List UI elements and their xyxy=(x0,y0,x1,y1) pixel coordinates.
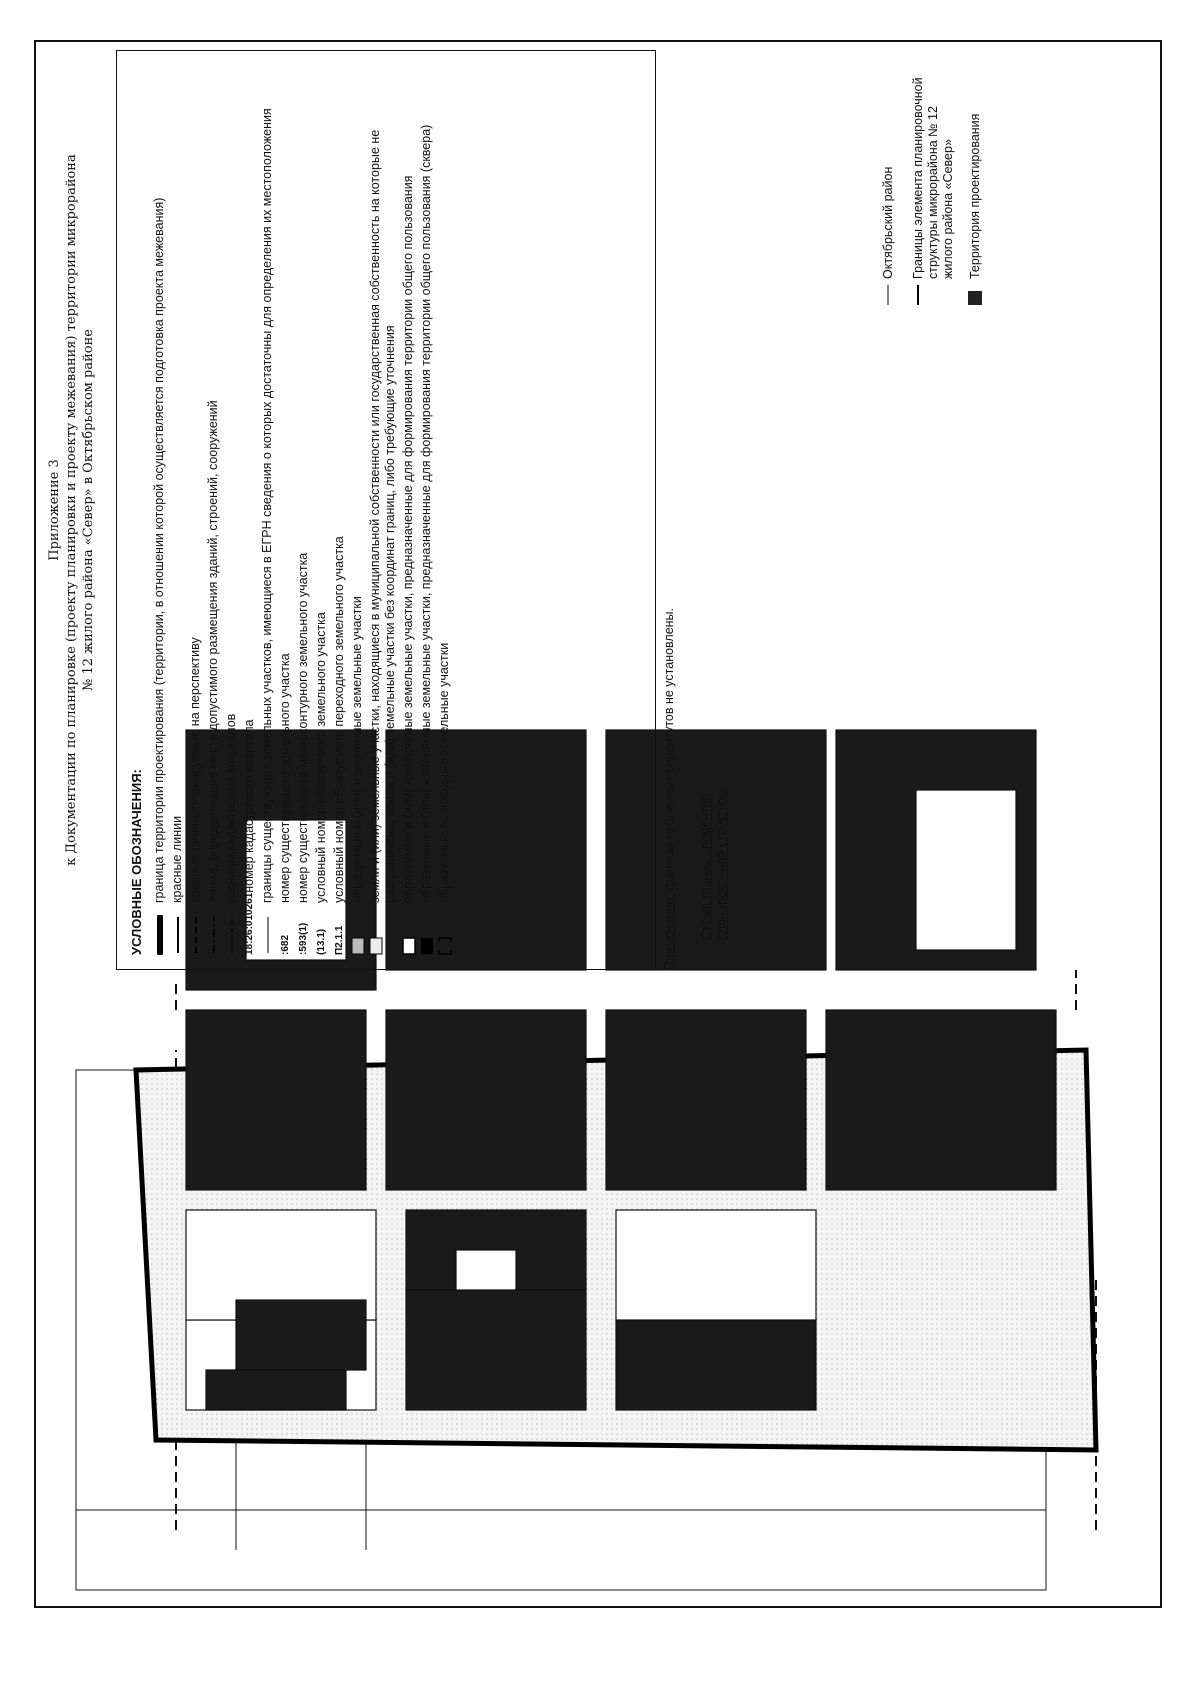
legend-item: образуемые и (или) изменяемые земельные … xyxy=(401,65,416,955)
appendix-subject: к Документации по планировке (проекту пл… xyxy=(64,154,79,866)
inset-legend-item: Территория проектирования xyxy=(968,65,986,305)
legend-item: П2.1.1 условный номер образуемого переход… xyxy=(332,65,347,955)
inset-legend: Октябрьский район Границы элемента планир… xyxy=(881,65,998,305)
legend-item-text: границы существующих земельных участков,… xyxy=(260,108,274,903)
legend-item: образуемые и (или) изменяемые земельные … xyxy=(350,65,365,955)
legend-item: линии, определяющие места допустимого ра… xyxy=(206,65,221,955)
thick-black-line-icon xyxy=(152,903,167,955)
dashed-line-icon xyxy=(188,903,203,955)
thin-line-icon xyxy=(260,903,275,955)
legend-code: П2.1.1 xyxy=(334,925,345,955)
inset-legend-item: Границы элемента планировочной структуры… xyxy=(911,65,956,305)
blocks xyxy=(185,729,1057,1411)
legend-box: УСЛОВНЫЕ ОБОЗНАЧЕНИЯ: граница территории… xyxy=(116,50,656,970)
legend-item-text: красные линии xyxy=(170,815,184,903)
appendix-header: Приложение 3 к Документации по планировк… xyxy=(46,50,97,970)
drawing-sheet: Приложение 3 к Документации по планировк… xyxy=(34,40,1162,1608)
note: Примечание: границы публичных сервитутов… xyxy=(662,70,676,970)
legend-item: (13.1) условный номер образуемого земельн… xyxy=(314,65,329,955)
legend-item: красные линии, планируемые на перспектив… xyxy=(188,65,203,955)
legend-item-text: условный номер образуемого переходного з… xyxy=(332,536,346,903)
legend-item: земли и (или) земельные участки, находящ… xyxy=(368,65,398,955)
legend-item-text: земли и (или) земельные участки, находящ… xyxy=(368,129,397,903)
legend-item-text: образуемые и (или) изменяемые земельные … xyxy=(350,596,364,903)
black-box-icon xyxy=(419,903,434,955)
bracket-box-icon xyxy=(437,903,452,955)
thin-dashed-line-icon xyxy=(224,903,239,955)
red-line-icon xyxy=(170,903,185,955)
legend-item: границы кадастровых кварталов xyxy=(224,65,239,955)
legend-item: образуемые и (или) изменяемые земельные … xyxy=(419,65,434,955)
dash-dot-line-icon xyxy=(206,903,221,955)
legend-item: :682 номер существующего земельного участ… xyxy=(278,65,293,955)
light-dotted-box-icon xyxy=(368,903,383,955)
inset-title: Схема границ элементов планировочной стр… xyxy=(699,788,729,940)
legend-list: граница территории проектирования (терри… xyxy=(152,65,452,955)
legend-item-text: образуемые и (или) изменяемые земельные … xyxy=(419,124,433,903)
inset-legend-text: Границы элемента планировочной структуры… xyxy=(911,77,955,279)
legend-item-text: номер существующего многоконтурного земе… xyxy=(296,552,310,903)
white-box-icon xyxy=(401,903,416,955)
rotated-page: Приложение 3 к Документации по планировк… xyxy=(36,42,1164,1610)
legend-item-text: номер существующего земельного участка xyxy=(278,653,292,903)
legend-item-text: границы кадастровых кварталов xyxy=(224,713,238,903)
legend-item: граница территории проектирования (терри… xyxy=(152,65,167,955)
legend-item: образуемые переходные земельные участки xyxy=(437,65,452,955)
legend-item-text: красные линии, планируемые на перспектив… xyxy=(188,637,202,903)
inset-legend-item: Октябрьский район xyxy=(881,65,899,305)
legend-item-text: условный номер образуемого земельного уч… xyxy=(314,612,328,903)
legend-item-text: номер кадастрового квартала xyxy=(242,719,256,893)
double-line-icon xyxy=(911,279,956,305)
legend-item-text: линии, определяющие места допустимого ра… xyxy=(206,400,220,903)
inset-legend-text: Территория проектирования xyxy=(968,113,982,279)
legend-item-text: образуемые переходные земельные участки xyxy=(437,642,451,903)
appendix-area: № 12 жилого района «Север» в Октябрьском… xyxy=(81,329,96,691)
legend-item-text: граница территории проектирования (терри… xyxy=(152,197,166,903)
legend-code: 18:26:010261 xyxy=(244,892,255,955)
legend-code: :593(1) xyxy=(298,922,309,955)
legend-item: красные линии xyxy=(170,65,185,955)
legend-item-text: образуемые и (или) изменяемые земельные … xyxy=(401,175,415,903)
legend-title: УСЛОВНЫЕ ОБОЗНАЧЕНИЯ: xyxy=(129,769,144,955)
legend-item: :593(1) номер существующего многоконтурно… xyxy=(296,65,311,955)
thin-line-icon xyxy=(881,279,899,305)
legend-code: :682 xyxy=(280,934,291,955)
note-label: Примечание: xyxy=(662,894,676,970)
black-square-icon xyxy=(968,279,986,305)
grey-dotted-box-icon xyxy=(350,903,365,955)
cadastral-map xyxy=(75,729,1099,1591)
inset-legend-text: Октябрьский район xyxy=(881,166,895,279)
legend-item: границы существующих земельных участков,… xyxy=(260,65,275,955)
legend-code: (13.1) xyxy=(316,928,327,955)
note-text: границы публичных сервитутов не установл… xyxy=(662,607,676,895)
appendix-number: Приложение 3 xyxy=(47,459,62,561)
